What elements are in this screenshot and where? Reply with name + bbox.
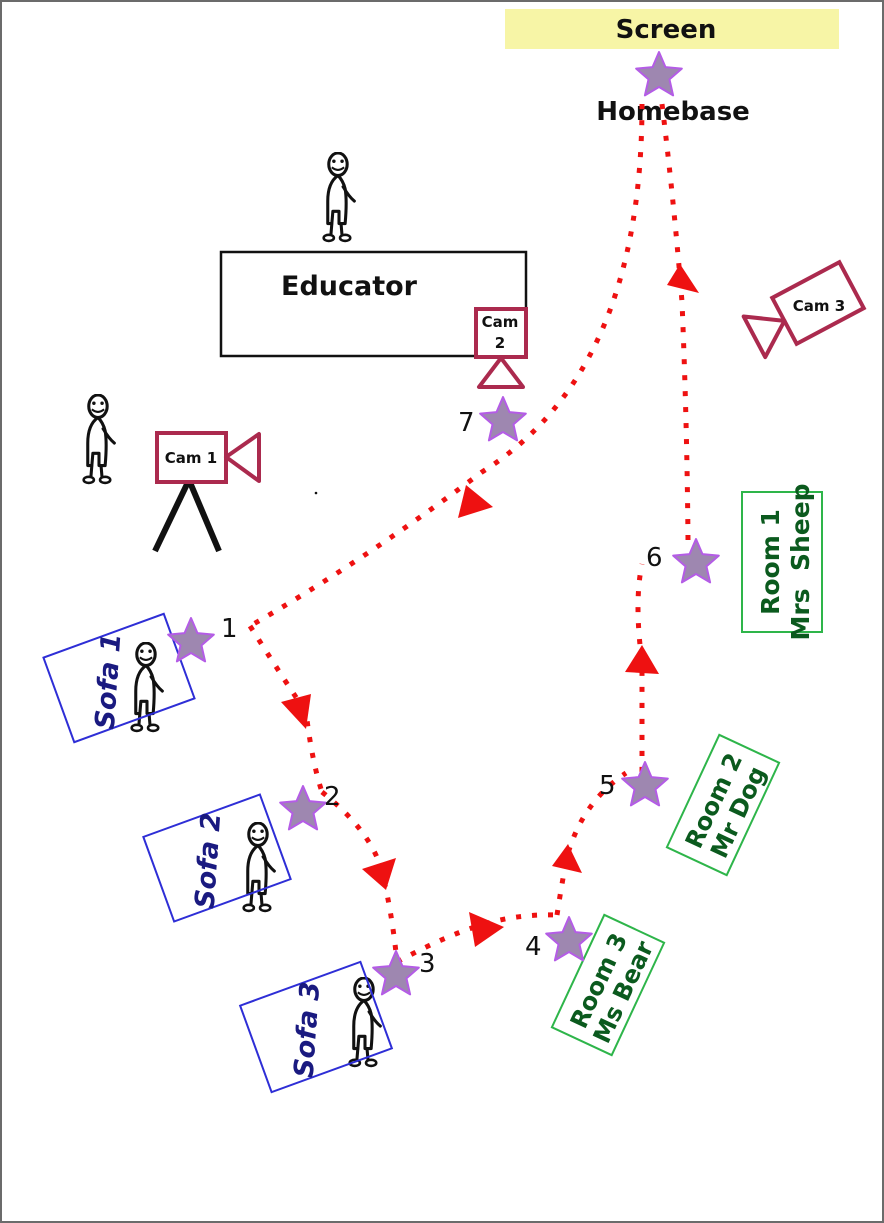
cam-1-tripod-right-leg xyxy=(186,478,222,553)
cam-2-label-line2: 2 xyxy=(495,334,505,352)
route-stop-3-to-4 xyxy=(395,912,558,965)
stop-7-number: 7 xyxy=(458,408,475,438)
screen-banner: Screen xyxy=(505,9,839,49)
educator-person-icon xyxy=(322,152,356,243)
stop-3-number: 3 xyxy=(419,949,436,979)
educator-label: Educator xyxy=(281,271,418,302)
sofa-1: Sofa 1 xyxy=(42,612,196,744)
stop-1-star-icon xyxy=(167,617,215,663)
stop-4-star-icon xyxy=(545,916,593,962)
route-dotted-path xyxy=(247,103,691,965)
cam-2: Cam 2 xyxy=(474,307,528,389)
star-shape xyxy=(545,916,593,962)
route-stop-2-to-3 xyxy=(320,790,400,963)
route-stop-1-to-2 xyxy=(247,624,325,793)
stop-5-number: 5 xyxy=(599,771,616,801)
sofa-2-child-icon xyxy=(241,822,277,913)
cam-1: Cam 1 xyxy=(152,431,261,553)
stop-3-star-icon xyxy=(372,950,420,996)
cam-3-label: Cam 3 xyxy=(793,297,845,315)
star-shape xyxy=(621,761,669,807)
stop-7-star-icon xyxy=(479,396,527,442)
room-1-label: Room 1 xyxy=(756,509,785,615)
direction-arrow-icon xyxy=(552,844,582,873)
stop-4-number: 4 xyxy=(525,932,542,962)
homebase-label: Homebase xyxy=(596,97,750,127)
cam-2-lens-icon xyxy=(477,356,525,389)
cam-1-label: Cam 1 xyxy=(165,449,217,467)
camera-operator-person-icon xyxy=(82,394,116,485)
sofa-2: Sofa 2 xyxy=(142,793,292,923)
room-1-outline xyxy=(741,491,823,633)
route-stop-4-to-5 xyxy=(554,770,628,916)
route-direction-arrows xyxy=(281,264,699,947)
star-shape xyxy=(479,396,527,442)
cam-2-label-line1: Cam xyxy=(482,313,519,331)
star-shape xyxy=(635,51,683,97)
room-2: Room 2 Mr Dog xyxy=(665,733,781,877)
star-shape xyxy=(279,785,327,831)
sofa-1-child-icon xyxy=(129,642,165,733)
sofa-2-label: Sofa 2 xyxy=(190,812,228,910)
direction-arrow-icon xyxy=(281,694,311,729)
route-stop-6-to-homebase xyxy=(659,103,691,541)
direction-arrow-icon xyxy=(667,264,699,293)
stop-5-star-icon xyxy=(621,761,669,807)
stop-1-number: 1 xyxy=(221,614,238,644)
sofa-3-child-icon xyxy=(347,977,383,1068)
stop-6-star-icon xyxy=(672,538,720,584)
room-1-teacher: Mrs Sheep xyxy=(786,483,815,640)
room-2-outline xyxy=(665,733,781,877)
room-1: Room 1 Mrs Sheep xyxy=(741,483,823,641)
star-shape xyxy=(672,538,720,584)
screen-label: Screen xyxy=(616,15,717,45)
sofa-3-outline xyxy=(238,960,394,1094)
sofa-2-outline xyxy=(142,793,292,923)
cam-3-lens-icon xyxy=(741,314,787,360)
sofa-3: Sofa 3 xyxy=(238,960,394,1094)
direction-arrow-icon xyxy=(362,858,396,890)
stop-markers xyxy=(167,51,720,996)
direction-arrow-icon xyxy=(469,912,504,947)
cam-1-lens-icon xyxy=(224,432,261,483)
stop-6-number: 6 xyxy=(646,543,663,573)
direction-arrow-icon xyxy=(625,645,659,674)
stop-2-star-icon xyxy=(279,785,327,831)
stop-2-number: 2 xyxy=(324,782,341,812)
sofa-3-label: Sofa 3 xyxy=(289,981,327,1079)
cam-1-body-icon xyxy=(155,431,228,484)
stray-dot xyxy=(314,491,318,495)
cam-3: Cam 3 xyxy=(741,259,867,360)
star-shape xyxy=(167,617,215,663)
sofa-1-label: Sofa 1 xyxy=(90,632,128,730)
homebase-star-icon xyxy=(635,51,683,97)
screen-rect xyxy=(505,9,839,49)
route-homebase-to-stop-1 xyxy=(248,103,645,629)
direction-arrow-icon xyxy=(458,485,493,518)
room-3-outline xyxy=(550,913,666,1057)
star-shape xyxy=(372,950,420,996)
cam-1-tripod-left-leg xyxy=(152,478,192,553)
